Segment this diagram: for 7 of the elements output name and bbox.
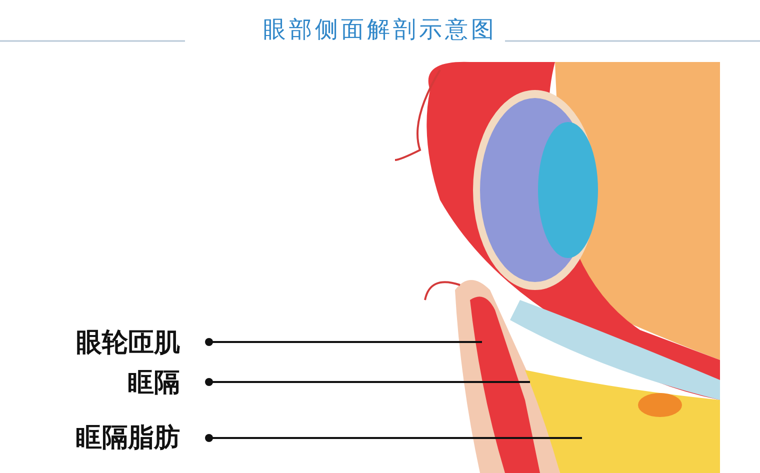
leader-line bbox=[205, 378, 530, 386]
leader-line bbox=[205, 338, 482, 346]
part-label: 眶隔 bbox=[110, 367, 180, 399]
leader-line bbox=[205, 434, 582, 442]
diagram-title: 眼部侧面解剖示意图 bbox=[263, 16, 497, 45]
part-label: 眶隔脂肪 bbox=[40, 422, 180, 454]
part-label: 眼轮匝肌 bbox=[40, 327, 180, 359]
